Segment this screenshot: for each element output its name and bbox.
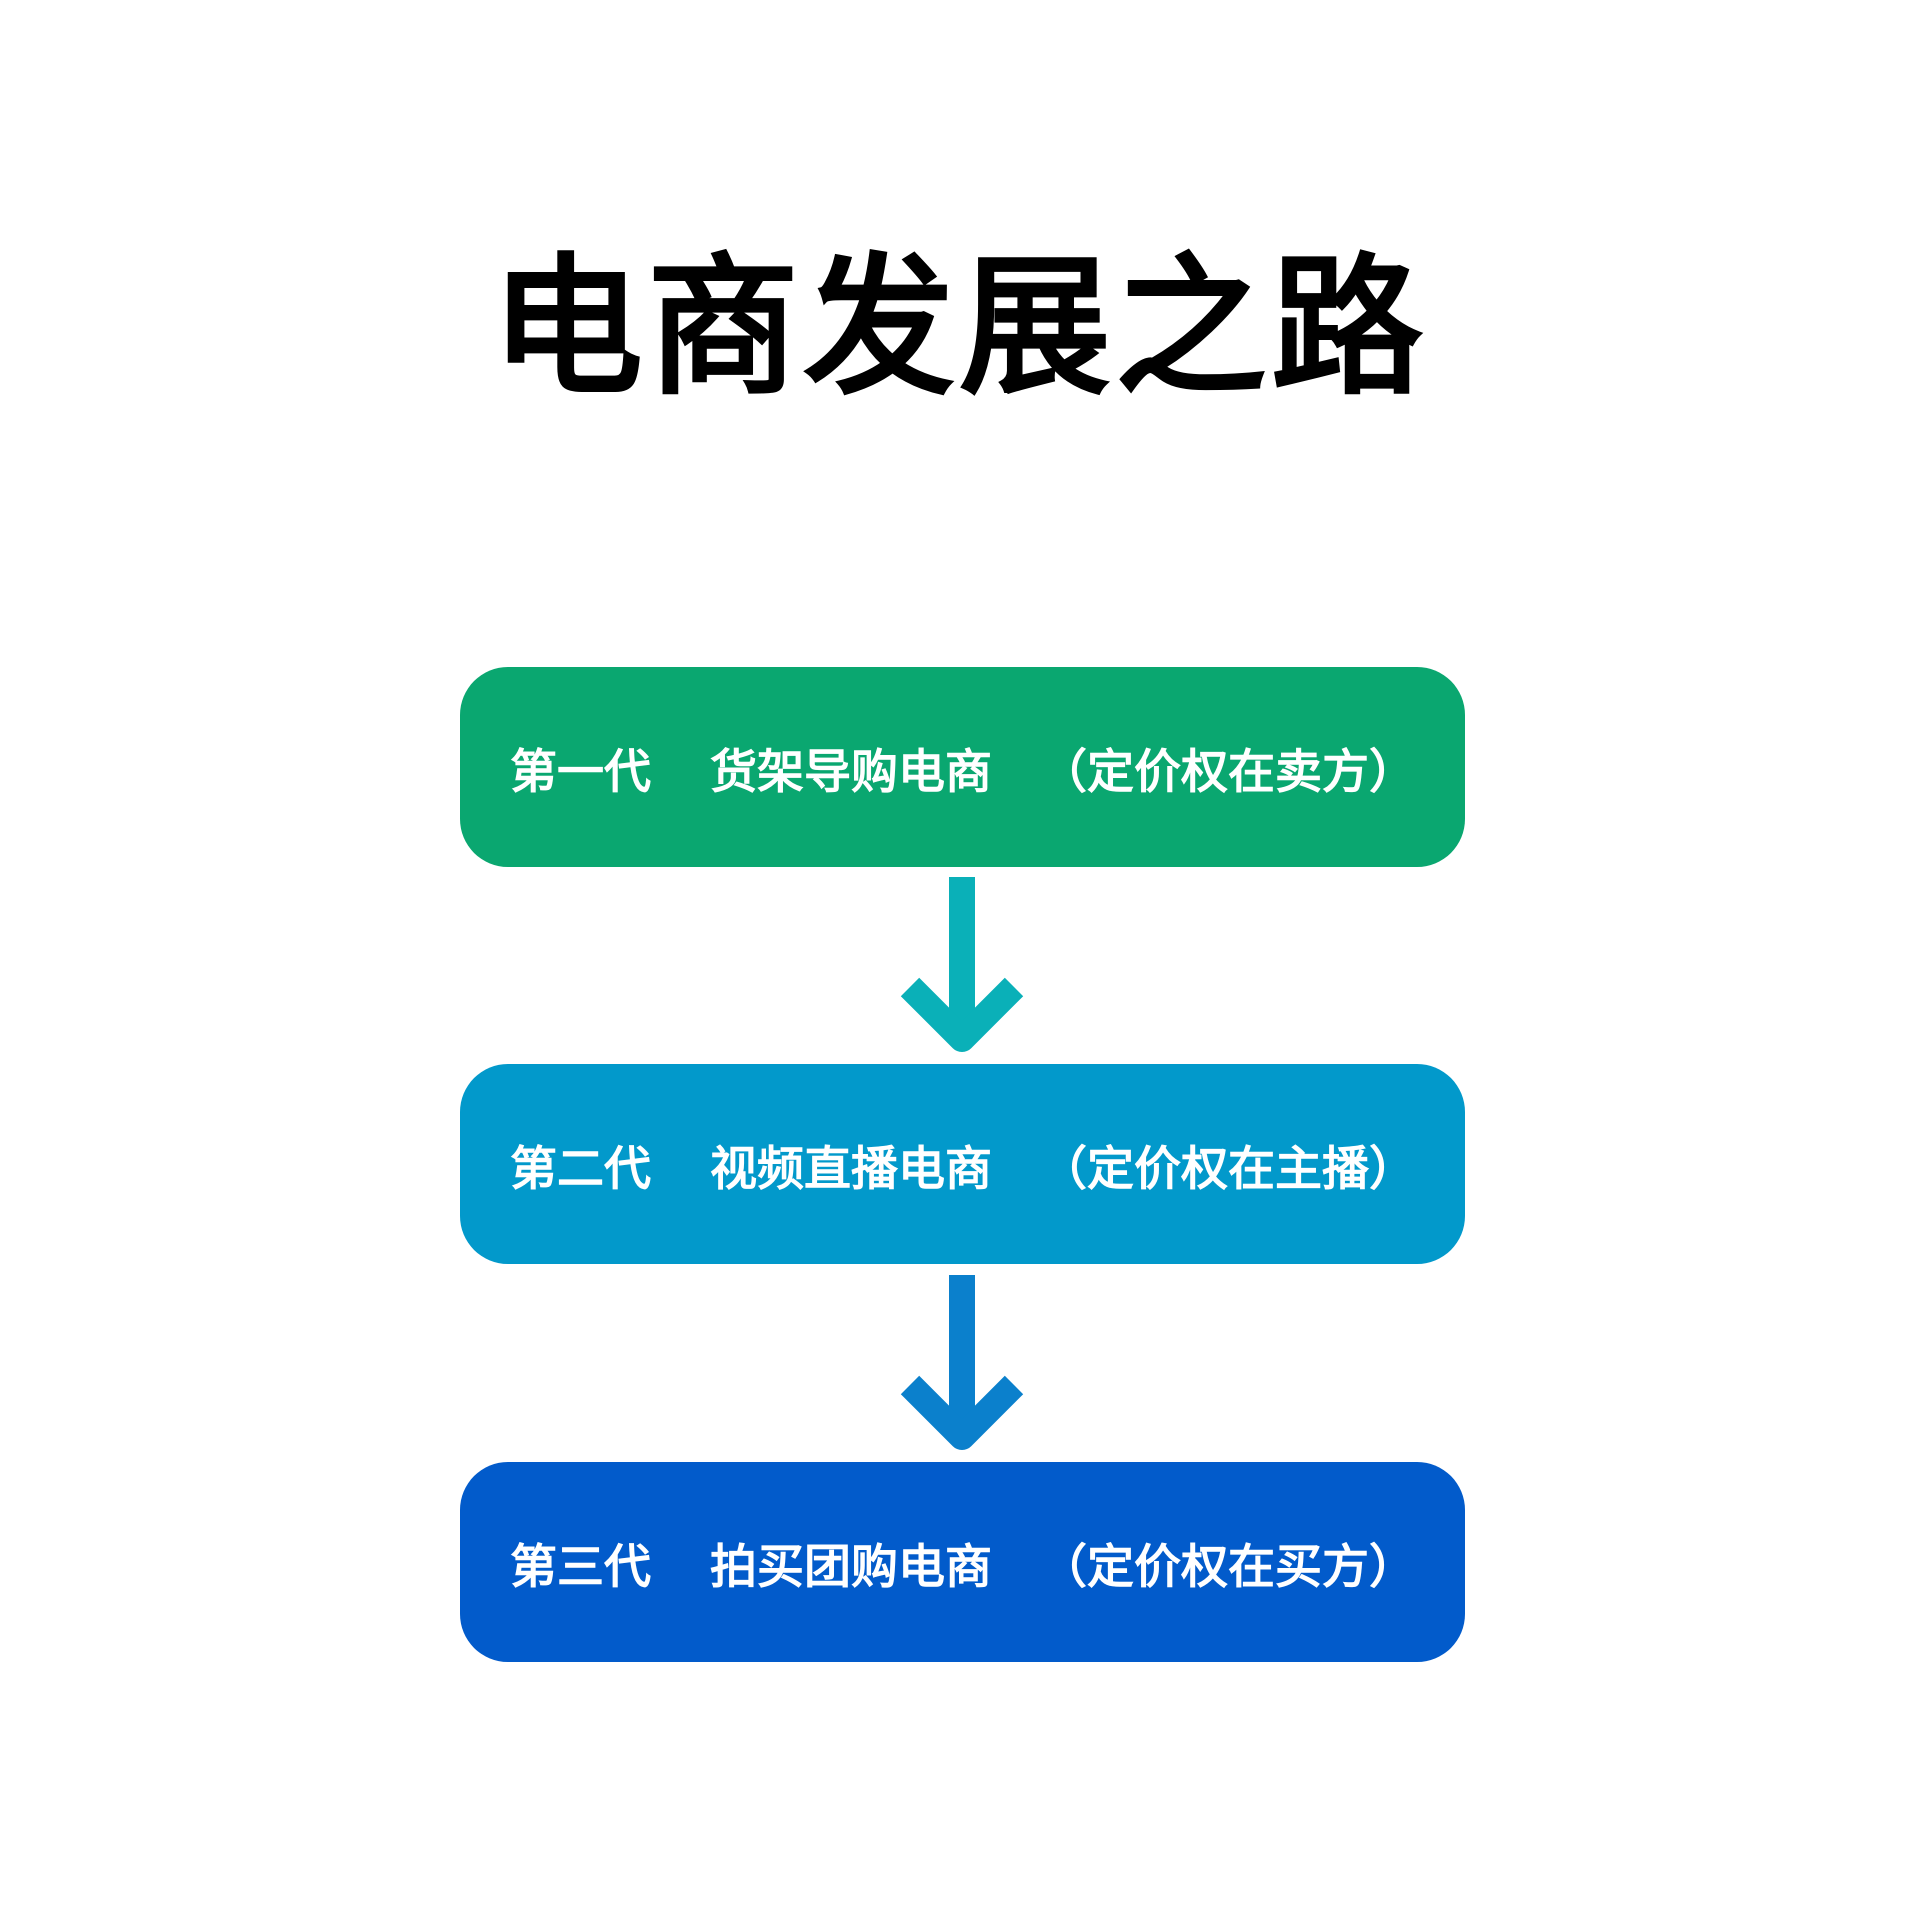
page-title: 电商发展之路	[491, 239, 1427, 416]
step-card-first-generation: 第一代 货架导购电商 （定价权在卖方）	[460, 667, 1465, 867]
step-card-second-generation: 第二代 视频直播电商 （定价权在主播）	[460, 1064, 1465, 1264]
arrow-down-icon	[900, 877, 1024, 1052]
step-generation-label: 第二代	[510, 1141, 651, 1197]
step-note-label: （定价权在主播）	[1040, 1141, 1416, 1197]
step-name-label: 货架导购电商	[710, 744, 992, 800]
step-generation-label: 第三代	[510, 1539, 651, 1595]
arrow-down-icon	[900, 1275, 1024, 1450]
step-card-third-generation: 第三代 拍买团购电商 （定价权在买方）	[460, 1462, 1465, 1662]
step-generation-label: 第一代	[510, 744, 651, 800]
step-name-label: 拍买团购电商	[710, 1539, 992, 1595]
step-note-label: （定价权在买方）	[1040, 1539, 1416, 1595]
step-note-label: （定价权在卖方）	[1040, 744, 1416, 800]
step-name-label: 视频直播电商	[710, 1141, 992, 1197]
